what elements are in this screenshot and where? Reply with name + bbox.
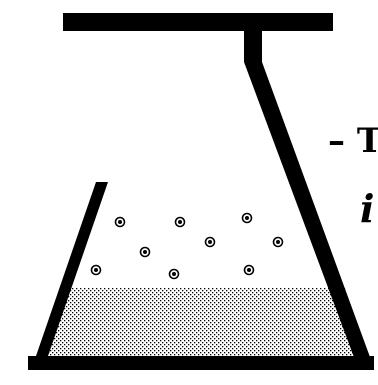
flask-bottom [28,356,374,370]
gas-particle-icon [176,218,185,227]
side-label-bottom: i [360,186,374,231]
flask-cap-bar [63,13,333,31]
gas-particle-icon [92,266,101,275]
gas-particle-icon [206,238,215,247]
gas-particle-icon [141,248,150,257]
side-label-top: – T [328,121,378,161]
gas-particle-icon [243,214,252,223]
gas-particles [92,214,283,279]
gas-particle-icon [170,270,179,279]
gas-particle-icon [245,266,254,275]
liquid-dots-icon [44,288,362,362]
gas-particle-icon [274,238,283,247]
gas-particle-icon [116,218,125,227]
